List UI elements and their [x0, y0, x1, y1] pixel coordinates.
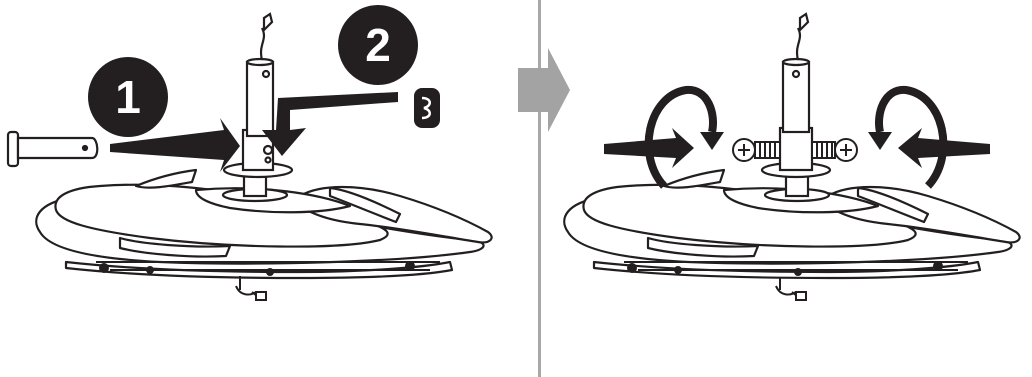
- fan-base-frame: [624, 262, 968, 300]
- phillips-screw-icon: [733, 139, 780, 161]
- rotate-arrow-icon: [868, 90, 990, 186]
- phillips-screw-icon: [812, 139, 857, 161]
- mount-bracket: [762, 14, 830, 201]
- step-panel-tighten-screws: [541, 0, 1032, 377]
- fan-assembly-illustration-right: [541, 0, 1032, 377]
- rotate-arrow-icon: [604, 90, 724, 186]
